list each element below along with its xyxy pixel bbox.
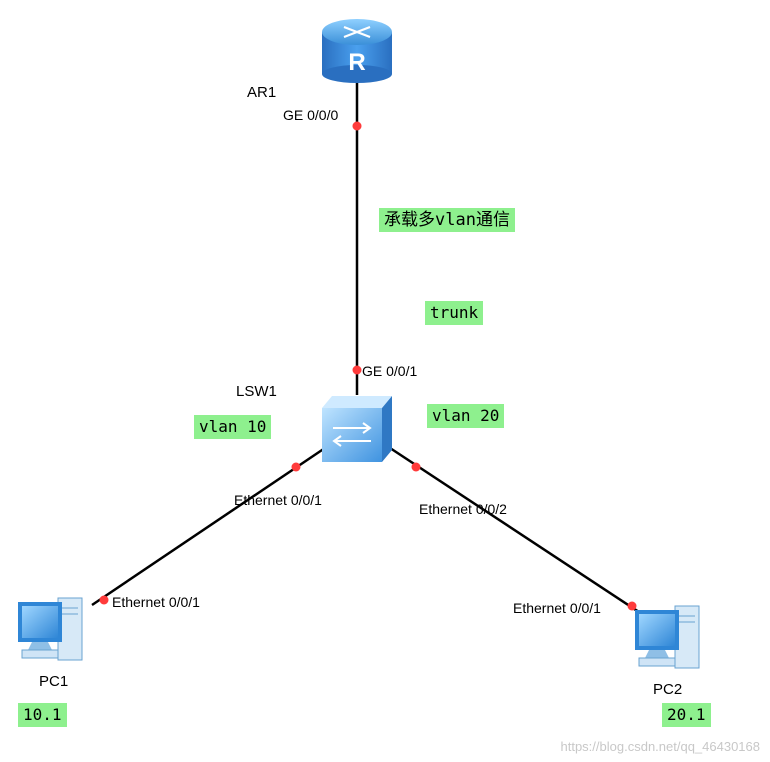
link-lsw1-pc1: [91, 446, 326, 607]
lsw1-label: LSW1: [236, 383, 277, 400]
port-dot-pc1-eth: [99, 595, 109, 605]
pc1-computer-icon[interactable]: [18, 597, 83, 661]
port-dot-pc2-eth: [627, 601, 637, 611]
vlan20-annotation: vlan 20: [427, 404, 505, 428]
pc2-ip-annotation: 20.1: [662, 703, 711, 727]
port-dot-lsw1-ge: [352, 365, 362, 375]
lsw1-eth1-port-label: Ethernet 0/0/1: [234, 492, 322, 508]
pc1-eth-port-label: Ethernet 0/0/1: [112, 594, 200, 610]
port-dot-ar1-ge: [352, 121, 362, 131]
port-dot-lsw1-eth2: [411, 462, 421, 472]
vlan10-annotation: vlan 10: [194, 415, 272, 439]
svg-text:R: R: [348, 49, 365, 76]
pc2-eth-port-label: Ethernet 0/0/1: [513, 600, 601, 616]
multi-vlan-annotation: 承载多vlan通信: [379, 208, 515, 232]
port-dot-lsw1-eth1: [291, 462, 301, 472]
lsw1-ge-port-label: GE 0/0/1: [362, 363, 418, 379]
switch-icon[interactable]: [322, 396, 392, 462]
pc1-label: PC1: [39, 673, 69, 690]
link-lsw1-pc2: [389, 446, 649, 620]
pc2-computer-icon[interactable]: [635, 605, 700, 669]
trunk-annotation: trunk: [425, 301, 484, 325]
ar1-label: AR1: [247, 84, 277, 101]
pc2-label: PC2: [653, 681, 683, 698]
lsw1-eth2-port-label: Ethernet 0/0/2: [419, 501, 507, 517]
ar1-ge-port-label: GE 0/0/0: [283, 107, 339, 123]
pc1-ip-annotation: 10.1: [18, 703, 67, 727]
router-icon[interactable]: R: [322, 19, 392, 83]
watermark: https://blog.csdn.net/qq_46430168: [560, 739, 761, 754]
